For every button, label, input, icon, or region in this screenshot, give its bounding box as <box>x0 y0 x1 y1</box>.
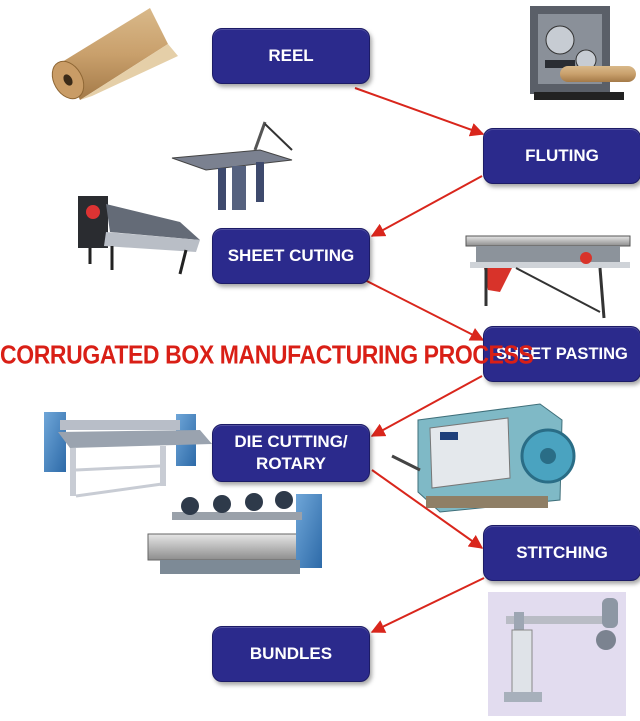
step-sheet-cutting: SHEET CUTING <box>212 228 370 284</box>
rotary-sheet-cutter-image <box>78 196 200 275</box>
step-sheet-cutting-label: SHEET CUTING <box>227 246 355 265</box>
arrow-stitching-to-bundles <box>370 577 485 633</box>
arrow-sheet-cutting-to-pasting <box>356 275 485 341</box>
step-sheet-pasting: SHEET PASTING <box>483 326 640 382</box>
step-stitching: STITCHING <box>483 525 640 581</box>
step-sheet-pasting-label: SHEET PASTING <box>496 345 628 363</box>
arrow-pasting-to-die-cutting <box>370 375 483 437</box>
arrow-reel-to-fluting <box>354 87 485 137</box>
manual-sheet-cutter-image <box>171 121 293 210</box>
diagram-title: CORRUGATED BOX MANUFACTURING PROCESS <box>0 340 534 370</box>
arrow-fluting-to-sheet-cutting <box>370 175 483 237</box>
step-bundles-label: BUNDLES <box>249 644 333 663</box>
sheet-pasting-machine-image <box>465 235 631 319</box>
eccentric-slotter-image <box>147 491 322 574</box>
step-die-cutting: DIE CUTTING/ ROTARY <box>212 424 370 482</box>
rotary-slotter-image <box>44 412 212 498</box>
step-fluting-label: FLUTING <box>525 146 599 165</box>
die-punching-machine-image <box>391 403 576 513</box>
fluting-machine-image <box>530 6 636 100</box>
step-reel-label: REEL <box>268 46 314 65</box>
kraft-paper-roll-image <box>51 8 178 100</box>
step-fluting: FLUTING <box>483 128 640 184</box>
step-die-cutting-label: DIE CUTTING/ ROTARY <box>234 431 347 475</box>
stitching-machine-image <box>488 592 626 716</box>
step-die-cutting-line1: DIE CUTTING/ <box>234 432 348 451</box>
step-die-cutting-line2: ROTARY <box>256 454 326 473</box>
arrow-die-cutting-to-stitching <box>371 469 484 549</box>
step-reel: REEL <box>212 28 370 84</box>
step-bundles: BUNDLES <box>212 626 370 682</box>
step-stitching-label: STITCHING <box>516 543 608 562</box>
